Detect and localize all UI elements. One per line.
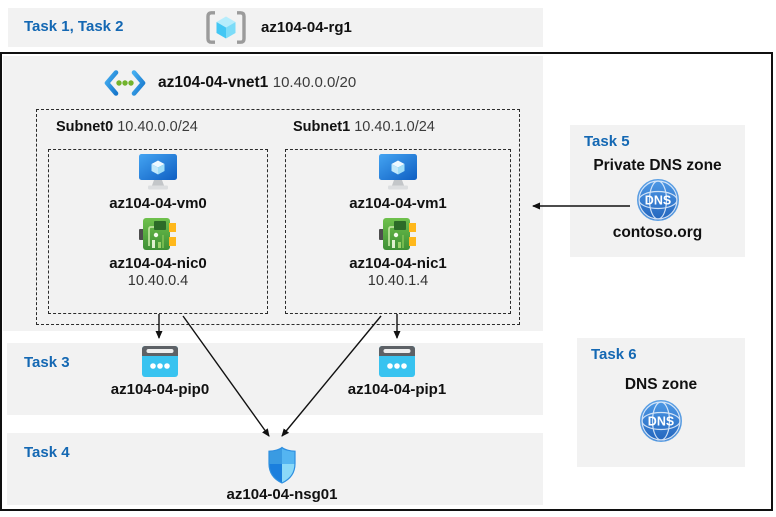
task3-band: Task 3 xyxy=(7,343,543,415)
vm-icon xyxy=(139,154,177,190)
subnet1-box xyxy=(285,149,511,314)
nsg-group: az104-04-nsg01 xyxy=(212,446,352,503)
task1-2-label: Task 1, Task 2 xyxy=(24,18,124,35)
subnets-container xyxy=(36,109,520,325)
subnet0-box xyxy=(48,149,268,314)
vnet-header: az104-04-vnet1 10.40.0.0/20 xyxy=(103,68,356,98)
vnet-name: az104-04-vnet1 xyxy=(158,74,269,91)
nic-icon xyxy=(139,218,176,250)
vm1-name: az104-04-vm1 xyxy=(349,195,447,212)
subnet1-content: az104-04-vm1 az104-04-nic1 10.40.1.4 xyxy=(285,153,511,289)
private-dns-zone-title: Private DNS zone xyxy=(593,157,722,174)
subnet0-label: Subnet0 10.40.0.0/24 xyxy=(56,119,198,135)
vnet-cidr: 10.40.0.0/20 xyxy=(272,74,357,91)
task6-label: Task 6 xyxy=(591,346,637,363)
public-ip-icon xyxy=(379,346,415,377)
private-dns-zone-name: contoso.org xyxy=(612,224,703,241)
vnet-area xyxy=(3,56,543,331)
nic1-name: az104-04-nic1 xyxy=(349,255,447,272)
pip1-group: az104-04-pip1 xyxy=(332,346,462,398)
nic0-ip: 10.40.0.4 xyxy=(127,273,189,289)
dns-zone-icon: DNS xyxy=(640,400,682,442)
resource-group-icon xyxy=(206,11,246,44)
task5-label: Task 5 xyxy=(584,133,630,150)
public-ip-icon xyxy=(142,346,178,377)
nic0-name: az104-04-nic0 xyxy=(109,255,207,272)
task6-panel: Task 6 DNS zone DNS xyxy=(577,338,745,467)
dns-zone-icon: DNS xyxy=(636,179,679,221)
nsg-shield-icon xyxy=(268,446,296,484)
svg-text:DNS: DNS xyxy=(648,415,674,429)
vm0-name: az104-04-vm0 xyxy=(109,195,207,212)
vm-icon xyxy=(379,154,417,190)
pip1-name: az104-04-pip1 xyxy=(347,381,447,398)
task5-panel: Task 5 Private DNS zone DNS contoso.org xyxy=(570,125,745,257)
subnet1-label: Subnet1 10.40.1.0/24 xyxy=(293,119,435,135)
task3-label: Task 3 xyxy=(24,354,70,371)
task1-2-band: Task 1, Task 2 az104-04-rg1 xyxy=(8,8,543,47)
resource-group: az104-04-rg1 xyxy=(204,10,352,45)
nsg-name: az104-04-nsg01 xyxy=(226,486,338,503)
svg-text:DNS: DNS xyxy=(644,194,670,208)
vnet-icon xyxy=(104,70,146,96)
pip0-group: az104-04-pip0 xyxy=(95,346,225,398)
pip0-name: az104-04-pip0 xyxy=(110,381,210,398)
task4-label: Task 4 xyxy=(24,444,70,461)
nic-icon xyxy=(379,218,416,250)
subnet0-content: az104-04-vm0 az104-04-nic0 10.40.0.4 xyxy=(48,153,268,289)
nic1-ip: 10.40.1.4 xyxy=(367,273,429,289)
dns-zone-title: DNS zone xyxy=(624,376,698,393)
resource-group-name: az104-04-rg1 xyxy=(261,19,352,36)
